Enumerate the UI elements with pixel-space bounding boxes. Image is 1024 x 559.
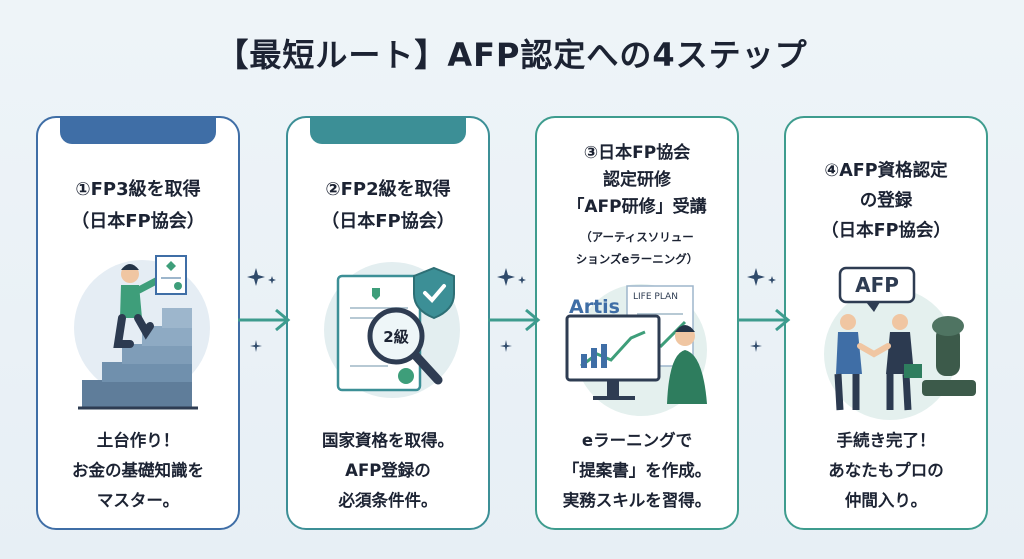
step-description: 国家資格を取得。 AFP登録の 必須条件件。 <box>322 431 454 510</box>
certificate-magnifier-icon <box>324 262 460 398</box>
arrow-right-icon <box>238 268 291 352</box>
step-heading: ③日本FP協会 認定研修 「AFP研修」受講 <box>567 143 707 217</box>
arrow-right-icon <box>488 268 541 352</box>
step-heading: ④AFP資格認定 の登録 （日本FP協会） <box>821 161 951 241</box>
step-heading: ②FP2級を取得 （日本FP協会） <box>321 179 455 232</box>
step-description: eラーニングで 「提案書」を作成。 実務スキルを習得。 <box>562 431 712 510</box>
handshake-stamp-icon <box>824 266 976 420</box>
grade-badge: 2級 <box>383 328 409 346</box>
step-card-4: ④AFP資格認定 の登録 （日本FP協会） AFP 手続き完了！ あなたもプロの… <box>784 116 988 530</box>
brand-logo: Artis <box>569 296 620 318</box>
document-label: LIFE PLAN <box>633 292 678 302</box>
arrow-right-icon <box>738 268 791 352</box>
step-heading: ①FP3級を取得 （日本FP協会） <box>71 179 205 232</box>
step-description: 土台作り！ お金の基礎知識を マスター。 <box>72 431 204 510</box>
afp-badge: AFP <box>855 273 899 297</box>
page-title: 【最短ルート】AFP認定への4ステップ <box>216 36 808 74</box>
card-top-bar <box>60 118 216 144</box>
step-card-2: ②FP2級を取得 （日本FP協会） 2級 国家資格を取得。 AFP登録の 必須条… <box>286 116 490 530</box>
card-top-bar <box>310 118 466 144</box>
step-card-1: ①FP3級を取得 （日本FP協会） 土台作り！ お金の基礎知識を マスター。 <box>36 116 240 530</box>
person-climbing-stairs-icon <box>74 255 210 410</box>
step-card-3: ③日本FP協会 認定研修 「AFP研修」受講 （アーティスソリュー ションズeラ… <box>535 116 739 530</box>
step-subheading: （アーティスソリュー ションズeラーニング） <box>575 230 699 266</box>
step-description: 手続き完了！ あなたもプロの 仲間入り。 <box>828 431 944 510</box>
computer-elearning-icon <box>565 284 707 416</box>
